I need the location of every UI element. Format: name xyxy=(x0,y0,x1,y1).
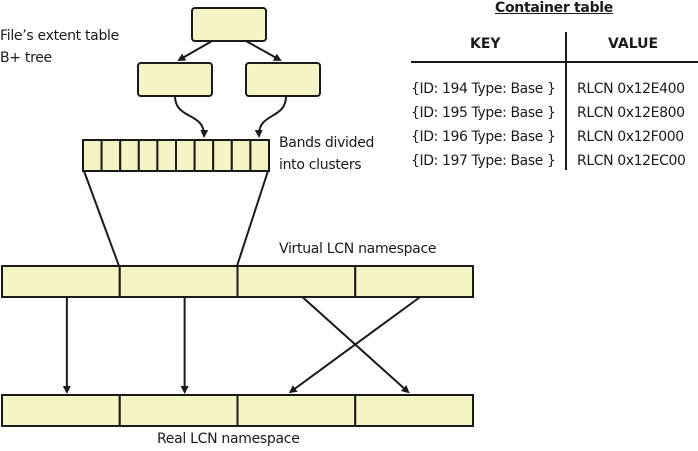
real-band-segment xyxy=(118,394,239,427)
cluster-cell xyxy=(193,139,215,172)
key-header: KEY xyxy=(470,36,501,52)
table-key-cell: {ID: 194 Type: Base } xyxy=(411,81,556,97)
zoom-line-right xyxy=(236,170,269,267)
real-band-segment xyxy=(354,394,474,427)
real-band-segment xyxy=(236,394,357,427)
value-header: VALUE xyxy=(608,36,659,52)
cluster-cell xyxy=(230,139,252,172)
table-key-cell: {ID: 197 Type: Base } xyxy=(411,153,556,169)
real-lcn-band xyxy=(1,394,474,427)
virtual-lcn-band xyxy=(1,265,474,298)
btree-right-node xyxy=(245,62,321,97)
virtual-band-segment xyxy=(236,265,357,298)
bplus-tree-label: B+ tree xyxy=(0,50,52,66)
btree-edge-left xyxy=(177,40,213,61)
cluster-cell xyxy=(100,139,122,172)
virtual-band-segment xyxy=(1,265,121,298)
mapping-arrows xyxy=(62,296,421,394)
table-key-cell: {ID: 196 Type: Base } xyxy=(411,129,556,145)
container-table-title: Container table xyxy=(495,0,613,16)
btree-left-node xyxy=(137,62,213,97)
cluster-cell xyxy=(82,139,103,172)
cluster-cell xyxy=(249,139,270,172)
table-value-cell: RLCN 0x12E400 xyxy=(577,81,685,97)
cluster-cell xyxy=(119,139,140,172)
leaf-to-cluster-arrow-right xyxy=(254,95,287,138)
extent-table-label: File’s extent table xyxy=(0,28,119,44)
virtual-band-segment xyxy=(354,265,474,298)
cluster-cell xyxy=(212,139,233,172)
virtual-lcn-namespace-label: Virtual LCN namespace xyxy=(279,241,437,257)
table-value-cell: RLCN 0x12F000 xyxy=(577,129,684,145)
real-lcn-namespace-label: Real LCN namespace xyxy=(157,431,300,447)
btree-edge-right xyxy=(245,40,282,61)
zoom-line-left xyxy=(83,170,120,267)
bands-label-line1: Bands divided xyxy=(279,135,375,151)
cluster-cell xyxy=(175,139,196,172)
real-band-segment xyxy=(1,394,121,427)
cluster-band xyxy=(82,139,270,172)
virtual-band-segment xyxy=(118,265,239,298)
bands-label-line2: into clusters xyxy=(279,157,362,173)
leaf-to-cluster-arrow-left xyxy=(174,95,209,138)
table-value-cell: RLCN 0x12E800 xyxy=(577,105,685,121)
cluster-cell xyxy=(156,139,177,172)
table-value-cell: RLCN 0x12EC00 xyxy=(577,153,686,169)
btree-root-node xyxy=(191,7,267,42)
table-key-cell: {ID: 195 Type: Base } xyxy=(411,105,556,121)
cluster-cell xyxy=(137,139,159,172)
mapping-arrow xyxy=(288,296,421,394)
